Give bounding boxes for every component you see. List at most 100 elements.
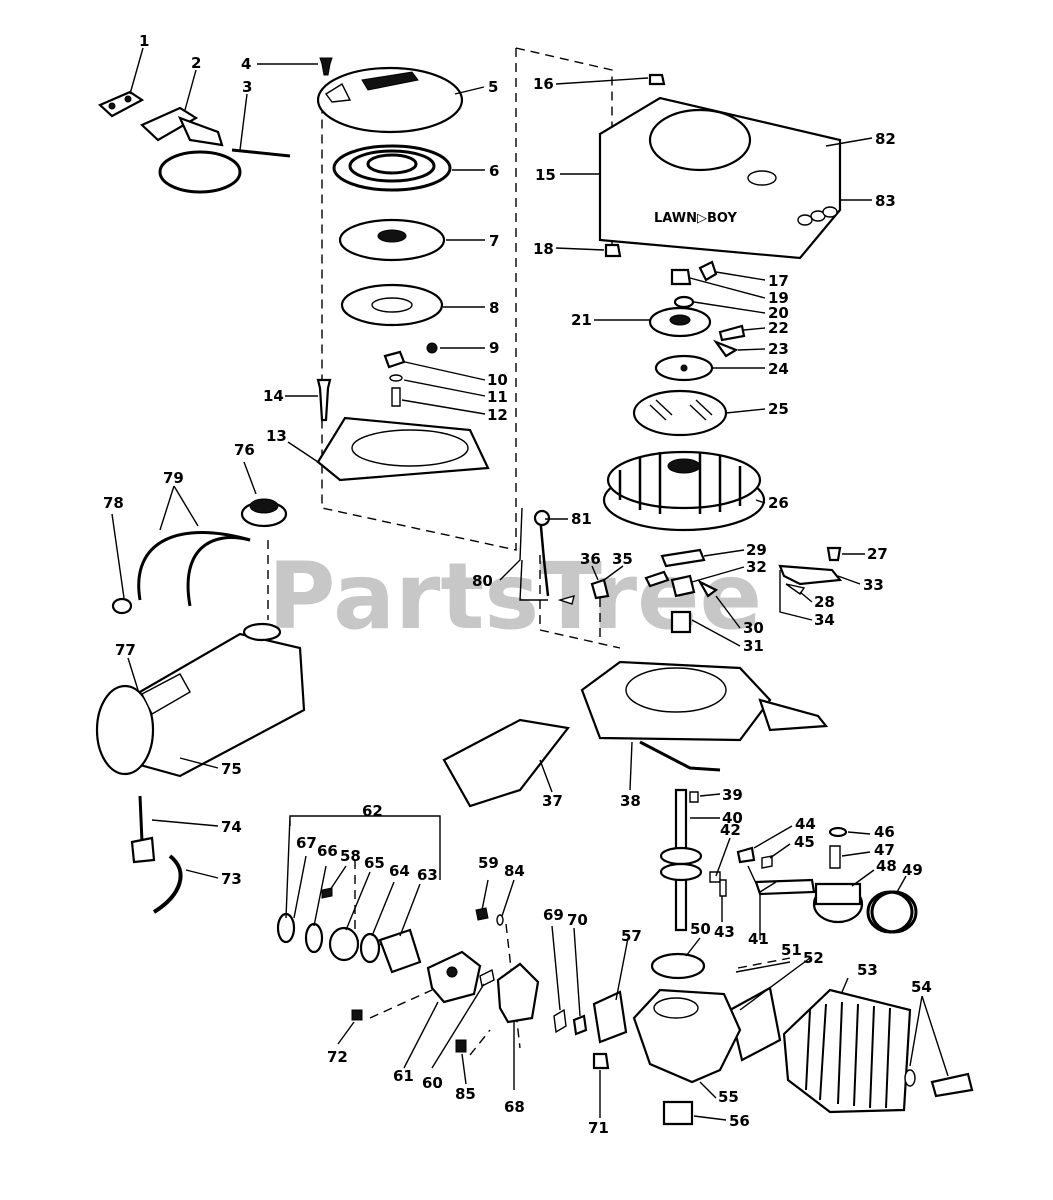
- label-part-5[interactable]: 5: [488, 78, 498, 96]
- label-part-84[interactable]: 84: [504, 862, 525, 880]
- label-part-35[interactable]: 35: [612, 550, 633, 568]
- label-part-85[interactable]: 85: [455, 1085, 476, 1103]
- part-57-gasket-illustration: [592, 990, 628, 1044]
- label-part-39[interactable]: 39: [722, 786, 743, 804]
- label-part-51[interactable]: 51: [781, 941, 802, 959]
- label-part-34[interactable]: 34: [814, 611, 835, 629]
- label-part-18[interactable]: 18: [533, 240, 554, 258]
- part-44-cap-illustration: [736, 846, 756, 864]
- part-53-cylinder-illustration: [782, 988, 912, 1114]
- label-part-57[interactable]: 57: [621, 927, 642, 945]
- label-part-29[interactable]: 29: [746, 541, 767, 559]
- label-part-27[interactable]: 27: [867, 545, 888, 563]
- label-part-41[interactable]: 41: [748, 930, 769, 948]
- label-part-73[interactable]: 73: [221, 870, 242, 888]
- label-part-80[interactable]: 80: [472, 572, 493, 590]
- label-part-71[interactable]: 71: [588, 1119, 609, 1137]
- label-part-3[interactable]: 3: [242, 78, 252, 96]
- part-68-reed-block-illustration: [496, 962, 540, 1024]
- label-part-76[interactable]: 76: [234, 441, 255, 459]
- label-part-47[interactable]: 47: [874, 841, 895, 859]
- label-part-46[interactable]: 46: [874, 823, 895, 841]
- label-part-50[interactable]: 50: [690, 920, 711, 938]
- label-part-75[interactable]: 75: [221, 760, 242, 778]
- label-part-79[interactable]: 79: [163, 469, 184, 487]
- label-part-82[interactable]: 82: [875, 130, 896, 148]
- label-part-72[interactable]: 72: [327, 1048, 348, 1066]
- label-part-78[interactable]: 78: [103, 494, 124, 512]
- label-part-67[interactable]: 67: [296, 834, 317, 852]
- label-part-31[interactable]: 31: [743, 637, 764, 655]
- label-part-36[interactable]: 36: [580, 550, 601, 568]
- label-part-69[interactable]: 69: [543, 906, 564, 924]
- label-part-4[interactable]: 4: [241, 55, 251, 73]
- label-part-55[interactable]: 55: [718, 1088, 739, 1106]
- label-part-33[interactable]: 33: [863, 576, 884, 594]
- label-part-25[interactable]: 25: [768, 400, 789, 418]
- label-part-62[interactable]: 62: [362, 802, 383, 820]
- label-part-53[interactable]: 53: [857, 961, 878, 979]
- label-part-56[interactable]: 56: [729, 1112, 750, 1130]
- label-part-14[interactable]: 14: [263, 387, 284, 405]
- label-part-6[interactable]: 6: [489, 162, 499, 180]
- label-part-17[interactable]: 17: [768, 272, 789, 290]
- label-part-64[interactable]: 64: [389, 862, 410, 880]
- label-part-81[interactable]: 81: [571, 510, 592, 528]
- label-part-74[interactable]: 74: [221, 818, 242, 836]
- label-part-28[interactable]: 28: [814, 593, 835, 611]
- label-part-2[interactable]: 2: [191, 54, 201, 72]
- label-part-22[interactable]: 22: [768, 319, 789, 337]
- label-part-30[interactable]: 30: [743, 619, 764, 637]
- part-29-clip-illustration: [660, 548, 706, 568]
- part-39-key-illustration: [689, 791, 699, 803]
- label-part-7[interactable]: 7: [489, 232, 499, 250]
- lawn-boy-logo: LAWN▷BOY: [654, 211, 737, 226]
- label-part-9[interactable]: 9: [489, 339, 499, 357]
- label-part-40[interactable]: 40: [722, 809, 743, 827]
- label-part-83[interactable]: 83: [875, 192, 896, 210]
- label-part-61[interactable]: 61: [393, 1067, 414, 1085]
- label-part-44[interactable]: 44: [795, 815, 816, 833]
- label-part-68[interactable]: 68: [504, 1098, 525, 1116]
- label-part-70[interactable]: 70: [567, 911, 588, 929]
- label-part-54[interactable]: 54: [911, 978, 932, 996]
- label-part-32[interactable]: 32: [746, 558, 767, 576]
- label-part-16[interactable]: 16: [533, 75, 554, 93]
- label-part-43[interactable]: 43: [714, 923, 735, 941]
- label-part-12[interactable]: 12: [487, 406, 508, 424]
- label-part-37[interactable]: 37: [542, 792, 563, 810]
- label-part-15[interactable]: 15: [535, 166, 556, 184]
- label-part-77[interactable]: 77: [115, 641, 136, 659]
- label-part-38[interactable]: 38: [620, 792, 641, 810]
- label-part-49[interactable]: 49: [902, 861, 923, 879]
- part-11-washer-illustration: [389, 374, 403, 382]
- label-part-66[interactable]: 66: [317, 842, 338, 860]
- label-part-20[interactable]: 20: [768, 304, 789, 322]
- label-part-65[interactable]: 65: [364, 854, 385, 872]
- label-part-19[interactable]: 19: [768, 289, 789, 307]
- part-77-decal-illustration: [141, 673, 191, 715]
- label-part-52[interactable]: 52: [803, 949, 824, 967]
- label-part-11[interactable]: 11: [487, 388, 508, 406]
- label-part-8[interactable]: 8: [489, 299, 499, 317]
- label-part-60[interactable]: 60: [422, 1074, 443, 1092]
- label-part-59[interactable]: 59: [478, 854, 499, 872]
- part-50-gasket-illustration: [650, 952, 706, 980]
- part-41-connecting-rod-illustration: [754, 878, 816, 896]
- part-64-filter-illustration: [359, 932, 381, 964]
- label-part-10[interactable]: 10: [487, 371, 508, 389]
- label-part-48[interactable]: 48: [876, 857, 897, 875]
- part-65-element-illustration: [328, 926, 360, 962]
- part-51-stud-illustration: [735, 961, 791, 973]
- label-part-13[interactable]: 13: [266, 427, 287, 445]
- label-part-42[interactable]: 42: [720, 821, 741, 839]
- label-part-23[interactable]: 23: [768, 340, 789, 358]
- part-36-spring-illustration: [557, 594, 575, 605]
- label-part-1[interactable]: 1: [139, 32, 149, 50]
- label-part-26[interactable]: 26: [768, 494, 789, 512]
- label-part-58[interactable]: 58: [340, 847, 361, 865]
- label-part-63[interactable]: 63: [417, 866, 438, 884]
- label-part-45[interactable]: 45: [794, 833, 815, 851]
- label-part-21[interactable]: 21: [571, 311, 592, 329]
- label-part-24[interactable]: 24: [768, 360, 789, 378]
